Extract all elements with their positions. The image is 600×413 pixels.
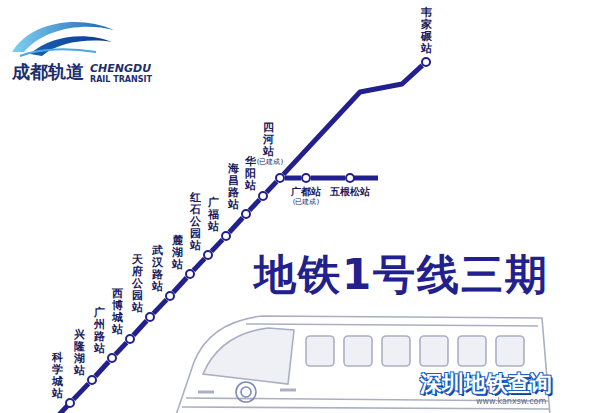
logo-mark bbox=[12, 22, 114, 56]
station-note: (已建成) bbox=[293, 199, 319, 207]
metro-line bbox=[229, 218, 242, 233]
station-dot: 广州路站 bbox=[107, 353, 117, 363]
watermark: 深圳地铁查询 bbox=[420, 373, 552, 395]
metro-line bbox=[115, 343, 126, 355]
metro-line bbox=[266, 182, 276, 193]
metro-line bbox=[311, 176, 345, 181]
station-dot: 科学城站 bbox=[65, 398, 75, 408]
station-dot: 兴隆湖站 bbox=[87, 375, 97, 385]
station-note: (已建成) bbox=[257, 159, 283, 167]
station-name: 四河站 bbox=[263, 122, 274, 158]
station-name: 海昌路站 bbox=[228, 163, 239, 211]
metro-line bbox=[95, 362, 108, 377]
logo-text: CHENGDU bbox=[90, 63, 151, 74]
station-name: 华阳站 bbox=[245, 156, 256, 192]
station-dot: 五根松站 bbox=[345, 173, 355, 183]
station-name: 天府公园站 bbox=[132, 254, 143, 314]
train-illustration bbox=[176, 316, 550, 413]
station-name: 韦家碾站 bbox=[421, 7, 432, 55]
station-dot: 武汉路站 bbox=[165, 291, 175, 301]
metro-line bbox=[283, 65, 422, 174]
metro-line bbox=[153, 300, 166, 314]
station-name: 西博城站 bbox=[112, 288, 123, 336]
metro-line bbox=[249, 200, 259, 211]
station-name: 科学城站 bbox=[52, 352, 63, 400]
metro-line bbox=[73, 384, 88, 400]
station-dot: 海昌路站 bbox=[241, 209, 251, 219]
station-dot: 四河站(已建成) bbox=[275, 173, 285, 183]
station-name: 麓湖站 bbox=[172, 235, 183, 271]
station-dot: 华阳站 bbox=[258, 191, 268, 201]
station-dot: 麓湖站 bbox=[185, 269, 195, 279]
station-dot: 广福站 bbox=[221, 231, 231, 241]
station-name: 兴隆湖站 bbox=[74, 329, 85, 377]
watermark: www.kanxsw.com bbox=[476, 398, 546, 406]
map-title: 地铁1号线三期 bbox=[254, 252, 549, 298]
logo-text: 成都轨道 bbox=[12, 63, 84, 81]
station-dot: 红石公园站 bbox=[203, 250, 213, 260]
station-name: 广都站 bbox=[291, 186, 321, 197]
station-name: 广福站 bbox=[208, 197, 219, 233]
metro-line bbox=[285, 176, 301, 181]
station-dot: 广都站(已建成) bbox=[301, 173, 311, 183]
metro-line bbox=[193, 259, 204, 271]
station-name: 五根松站 bbox=[330, 186, 370, 197]
metro-line bbox=[211, 240, 222, 252]
station-dot: 西博城站 bbox=[125, 334, 135, 344]
station-name: 广州路站 bbox=[94, 307, 105, 355]
station-name: 武汉路站 bbox=[152, 245, 163, 293]
station-dot: 韦家碾站 bbox=[421, 57, 431, 67]
metro-line bbox=[133, 321, 146, 336]
station-dot: 天府公园站 bbox=[145, 312, 155, 322]
logo-text: RAIL TRANSIT bbox=[90, 76, 152, 84]
station-name: 红石公园站 bbox=[190, 192, 201, 252]
metro-line bbox=[173, 278, 186, 293]
